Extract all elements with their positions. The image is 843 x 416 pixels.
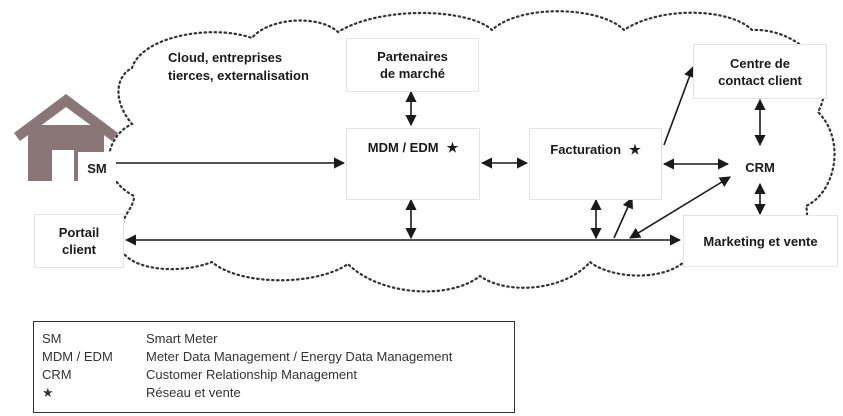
arrow-bus-facturation xyxy=(613,196,633,239)
node-crm: CRM xyxy=(732,155,788,179)
node-mdm: MDM / EDM ★ xyxy=(346,128,480,200)
legend-row: CRM Customer Relationship Management xyxy=(42,366,514,384)
node-portail-line-2: client xyxy=(62,242,96,257)
node-crm-label: CRM xyxy=(745,159,775,175)
arrow-facturation-contact xyxy=(663,65,695,146)
legend-row: ★ Réseau et vente xyxy=(42,384,514,402)
node-facturation: Facturation ★ xyxy=(529,128,662,200)
node-portail-line-1: Portail xyxy=(58,225,100,240)
star-icon: ★ xyxy=(42,385,54,400)
node-marketing: Marketing et vente xyxy=(683,215,838,267)
arrow-bus-crm xyxy=(629,176,731,239)
node-facturation-label: Facturation xyxy=(550,142,622,157)
node-marketing-label: Marketing et vente xyxy=(703,233,818,249)
legend-abbr: CRM xyxy=(42,367,72,382)
legend-desc: Réseau et vente xyxy=(146,385,241,400)
node-sm: SM xyxy=(78,152,116,184)
star-icon: ★ xyxy=(446,140,459,155)
star-icon: ★ xyxy=(629,142,641,157)
node-contact: Centre de contact client xyxy=(693,44,827,99)
legend-desc: Meter Data Management / Energy Data Mana… xyxy=(146,349,453,364)
node-contact-line-2: contact client xyxy=(718,72,802,88)
node-partenaires: Partenaires de marché xyxy=(346,38,479,92)
legend-abbr: MDM / EDM xyxy=(42,349,113,364)
node-mdm-label: MDM / EDM xyxy=(367,140,439,155)
legend-abbr: SM xyxy=(42,331,62,346)
cloud-label: Cloud, entreprises tierces, externalisat… xyxy=(168,49,309,85)
legend-row: MDM / EDM Meter Data Management / Energy… xyxy=(42,348,514,366)
node-portail: Portail client xyxy=(34,214,124,268)
cloud-label-line-2: tierces, externalisation xyxy=(168,68,309,83)
legend-desc: Smart Meter xyxy=(146,331,218,346)
legend: SM Smart Meter MDM / EDM Meter Data Mana… xyxy=(33,321,515,413)
node-sm-label: SM xyxy=(87,160,107,176)
node-partenaires-line-2: de marché xyxy=(379,66,446,81)
cloud-label-line-1: Cloud, entreprises xyxy=(168,50,283,65)
legend-desc: Customer Relationship Management xyxy=(146,367,357,382)
legend-row: SM Smart Meter xyxy=(42,330,514,348)
connectors xyxy=(116,65,766,246)
node-partenaires-line-1: Partenaires xyxy=(377,49,448,64)
node-contact-line-1: Centre de xyxy=(730,55,790,71)
